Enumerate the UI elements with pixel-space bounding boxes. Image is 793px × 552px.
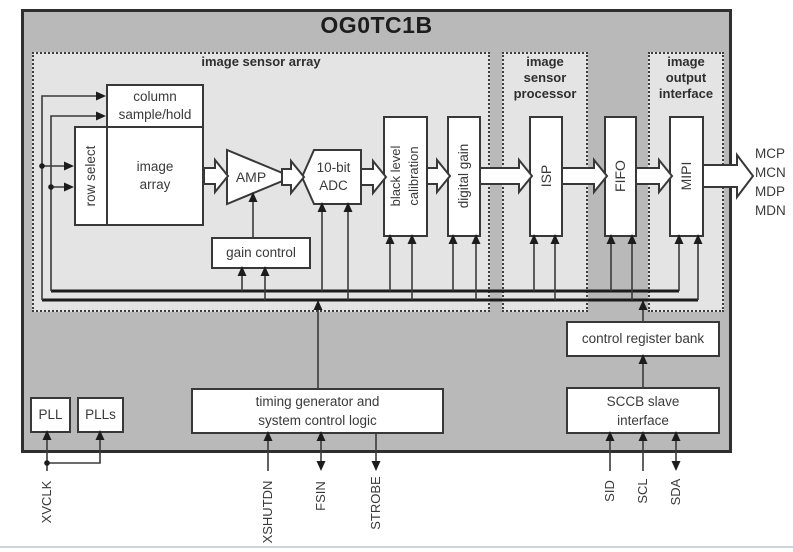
label-pll: PLL [38,407,63,422]
arrow-adc-to-black-level [360,158,388,196]
block-sccb-slave-interface [566,387,720,434]
output-label-mcp: MCP [755,146,785,161]
label-amp: AMP [235,169,267,185]
label-line: column [133,89,177,104]
group-label-line: output [665,70,707,85]
label-line: array [139,177,171,192]
pin-label-sda: SDA [668,478,683,506]
arrow-isp-to-fifo [561,157,609,195]
block-image-array [106,126,204,226]
block-gain-control [211,237,311,269]
label-fifo: FIFO [612,160,628,192]
label-line: system control logic [258,413,377,428]
group-label-line: image [667,54,705,69]
label-column-sample-hold: column sample/hold [107,85,203,127]
group-label-image-sensor-processor: image sensor processor [502,54,588,102]
label-digital-gain: digital gain [456,143,471,209]
output-label-mdp: MDP [755,184,785,199]
label-line: sample/hold [118,107,192,122]
group-label-image-sensor-array: image sensor array [201,54,321,69]
label-gain-control: gain control [226,245,296,260]
group-label-line: image [526,54,564,69]
block-mipi [669,116,704,237]
label-line: image [136,159,174,174]
pin-label-strobe: STROBE [368,476,383,530]
label-timing-generator: timing generator and system control logic [192,389,443,433]
arrow-black-level-to-digital-gain [426,157,452,195]
label-line: SCCB slave [606,393,680,409]
label-isp: ISP [538,164,554,188]
page-bottom-divider [0,546,793,548]
pin-label-scl: SCL [635,478,650,504]
chip-title: OG0TC1B [320,12,433,38]
label-image-array: image array [107,127,203,225]
output-label-mdn: MDN [755,203,786,218]
label-plls: PLLs [85,407,116,422]
arrow-image-array-to-amp [203,157,230,195]
arrow-fifo-to-mipi [635,157,674,195]
pin-label-sid: SID [602,480,617,502]
arrow-amp-to-adc [281,158,306,196]
control-bus-lines [42,289,698,302]
label-line: black level [388,145,403,207]
label-line: timing generator and [255,394,380,409]
arrow-mipi-output [702,152,755,200]
group-label-line: sensor [523,70,567,85]
label-line: interface [617,412,669,428]
pin-label-xvclk: XVCLK [39,480,54,524]
label-row-select: row select [83,145,98,207]
block-pll [30,397,71,433]
group-label-line: interface [658,86,714,101]
arrow-digital-gain-to-isp [479,157,534,195]
group-label-image-output-interface: image output interface [648,54,724,102]
group-label-line: processor [513,86,577,101]
label-sccb-slave-interface: SCCB slave interface [567,388,719,433]
pin-label-fsin: FSIN [313,481,328,511]
label-line: 10-bit [316,160,351,175]
block-fifo [604,116,637,237]
label-line: ADC [319,178,348,193]
junction-dots [39,163,54,466]
label-control-register-bank: control register bank [581,331,705,346]
label-mipi: MIPI [678,161,694,191]
label-line: calibration [406,146,421,206]
pin-label-xshutdn: XSHUTDN [260,480,275,544]
block-row-select [74,126,108,226]
arrowheads [42,91,703,471]
output-label-mcn: MCN [755,165,786,180]
